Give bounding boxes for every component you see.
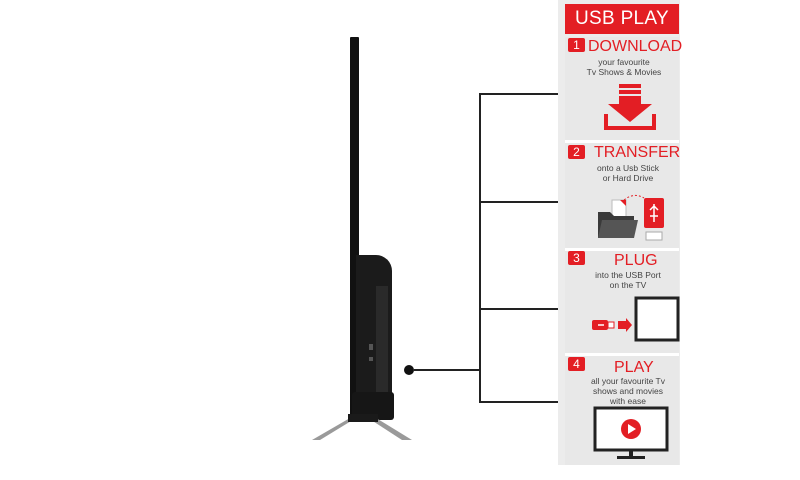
step-title: PLUG (614, 252, 658, 269)
step-title: PLAY (614, 359, 654, 376)
connector-branch-4 (479, 401, 571, 403)
tv-screen-profile (350, 37, 359, 415)
usb-port-marker-dot (404, 365, 414, 375)
step-title: TRANSFER (594, 144, 681, 161)
connector-branch-2 (479, 201, 571, 203)
tv-port (369, 357, 373, 361)
step-separator (565, 248, 679, 251)
tv-port-panel (376, 286, 388, 396)
step-number: 1 (568, 38, 585, 52)
folder-to-usb-icon (598, 194, 664, 241)
tv-usb-port (369, 344, 373, 350)
step-separator (565, 353, 679, 356)
step-separator (565, 140, 679, 143)
connector-branch-3 (479, 308, 571, 310)
step-number: 4 (568, 357, 585, 371)
connector-vertical-line (479, 93, 481, 402)
download-icon (604, 84, 656, 130)
panel-title: USB PLAY (565, 4, 679, 34)
connector-branch-1 (479, 93, 571, 95)
tv-stand-feet (312, 414, 412, 440)
connector-line (414, 369, 480, 371)
step-number: 2 (568, 145, 585, 159)
step-number: 3 (568, 251, 585, 265)
usb-to-tv-icon (592, 296, 680, 342)
tv-play-icon (593, 406, 669, 459)
step-title: DOWNLOAD (588, 38, 683, 55)
step-card-download (565, 37, 679, 140)
